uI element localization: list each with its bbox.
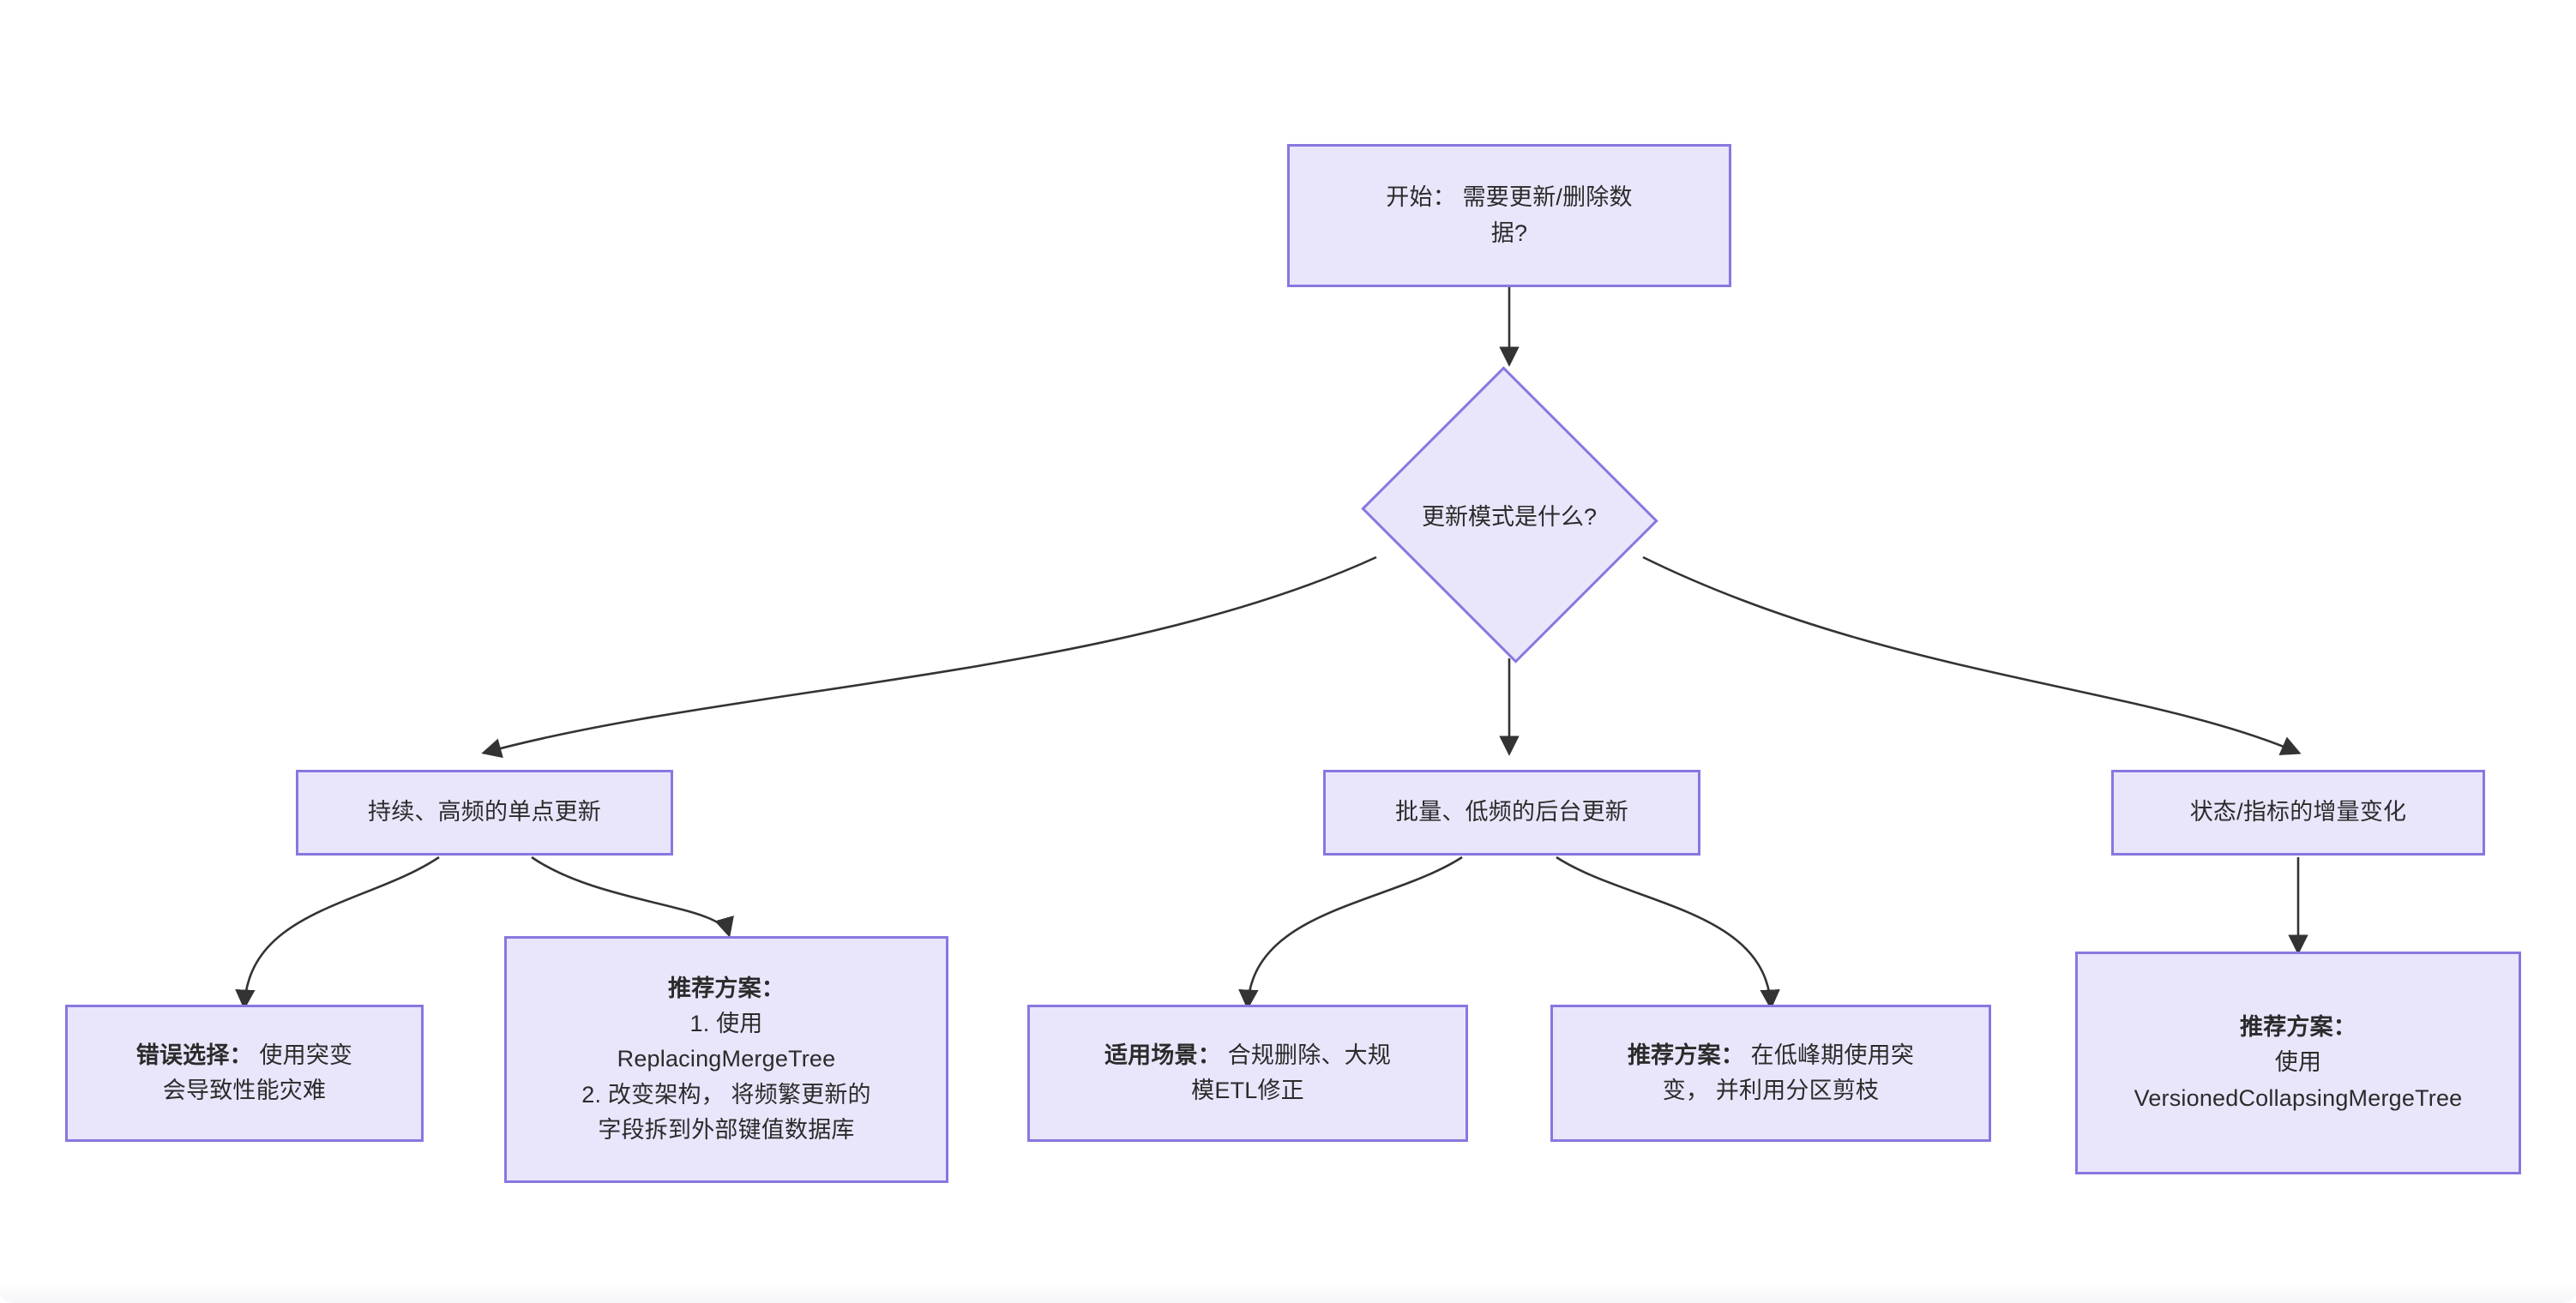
node-leaf-rec-right-line-1: 使用 (2274, 1049, 2322, 1076)
edge-decision-to-branch-left (481, 555, 1377, 759)
node-branch-left[interactable]: 持续、高频的单点更新 (296, 770, 673, 856)
edge-decision-to-branch-right (1642, 555, 2302, 755)
node-leaf-scenario-text-1: 合规删除、大规 (1220, 1042, 1392, 1068)
node-leaf-rec-mid[interactable]: 推荐方案： 在低峰期使用突 变， 并利用分区剪枝 (1550, 1005, 1991, 1142)
node-leaf-scenario[interactable]: 适用场景： 合规删除、大规 模ETL修正 (1027, 1005, 1468, 1142)
node-leaf-rec-left-line-4: 字段拆到外部键值数据库 (598, 1116, 855, 1143)
node-leaf-scenario-line-1: 适用场景： 合规删除、大规 (1035, 1038, 1460, 1073)
node-leaf-rec-right-lead: 推荐方案： (2240, 1014, 2356, 1041)
node-leaf-rec-right[interactable]: 推荐方案： 使用 VersionedCollapsingMergeTree (2075, 952, 2521, 1174)
node-start-line-2: 据? (1490, 219, 1528, 246)
node-decision[interactable]: 更新模式是什么? (1355, 365, 1664, 664)
node-leaf-scenario-line-2: 模ETL修正 (1191, 1078, 1304, 1103)
node-leaf-rec-left-line-2: ReplacingMergeTree (617, 1046, 836, 1072)
node-decision-label: 更新模式是什么? (1421, 503, 1598, 530)
node-leaf-rec-right-line-2: VersionedCollapsingMergeTree (2134, 1084, 2463, 1111)
node-branch-mid-label: 批量、低频的后台更新 (1395, 799, 1628, 826)
node-leaf-wrong-line-1: 错误选择： 使用突变 (73, 1038, 416, 1073)
node-leaf-rec-left-line-1: 1. 使用 (689, 1011, 763, 1037)
edge-branch-mid-to-leaf-scenario (1238, 856, 1463, 1010)
node-leaf-rec-mid-line-1: 推荐方案： 在低峰期使用突 (1558, 1038, 1983, 1073)
node-start[interactable]: 开始： 需要更新/删除数 据? (1287, 144, 1731, 287)
node-leaf-scenario-lead: 适用场景： (1104, 1042, 1221, 1068)
node-leaf-rec-left-line-3: 2. 改变架构， 将频繁更新的 (581, 1081, 871, 1108)
node-branch-right[interactable]: 状态/指标的增量变化 (2111, 770, 2485, 856)
edge-branch-left-to-leaf-rec-left (531, 856, 734, 938)
node-leaf-wrong-lead: 错误选择： (135, 1042, 253, 1068)
node-leaf-rec-mid-text-1: 在低峰期使用突 (1743, 1042, 1915, 1068)
node-branch-right-label: 状态/指标的增量变化 (2189, 799, 2407, 826)
node-leaf-rec-mid-line-2: 变， 并利用分区剪枝 (1662, 1078, 1880, 1103)
node-leaf-rec-left-lead: 推荐方案： (668, 976, 785, 1002)
node-leaf-wrong[interactable]: 错误选择： 使用突变 会导致性能灾难 (65, 1005, 424, 1142)
node-leaf-wrong-text-1: 使用突变 (252, 1042, 353, 1068)
node-leaf-wrong-line-2: 会导致性能灾难 (162, 1078, 327, 1103)
node-leaf-rec-left[interactable]: 推荐方案： 1. 使用 ReplacingMergeTree 2. 改变架构， … (504, 936, 948, 1183)
canvas-bottom-shade (0, 1281, 2576, 1303)
node-branch-mid[interactable]: 批量、低频的后台更新 (1323, 770, 1700, 856)
edge-branch-mid-to-leaf-rec-mid (1556, 856, 1780, 1010)
node-branch-left-label: 持续、高频的单点更新 (368, 799, 601, 826)
edge-branch-left-to-leaf-wrong (235, 856, 440, 1010)
node-leaf-rec-mid-lead: 推荐方案： (1627, 1042, 1744, 1068)
node-start-line-1: 开始： 需要更新/删除数 (1386, 184, 1633, 211)
